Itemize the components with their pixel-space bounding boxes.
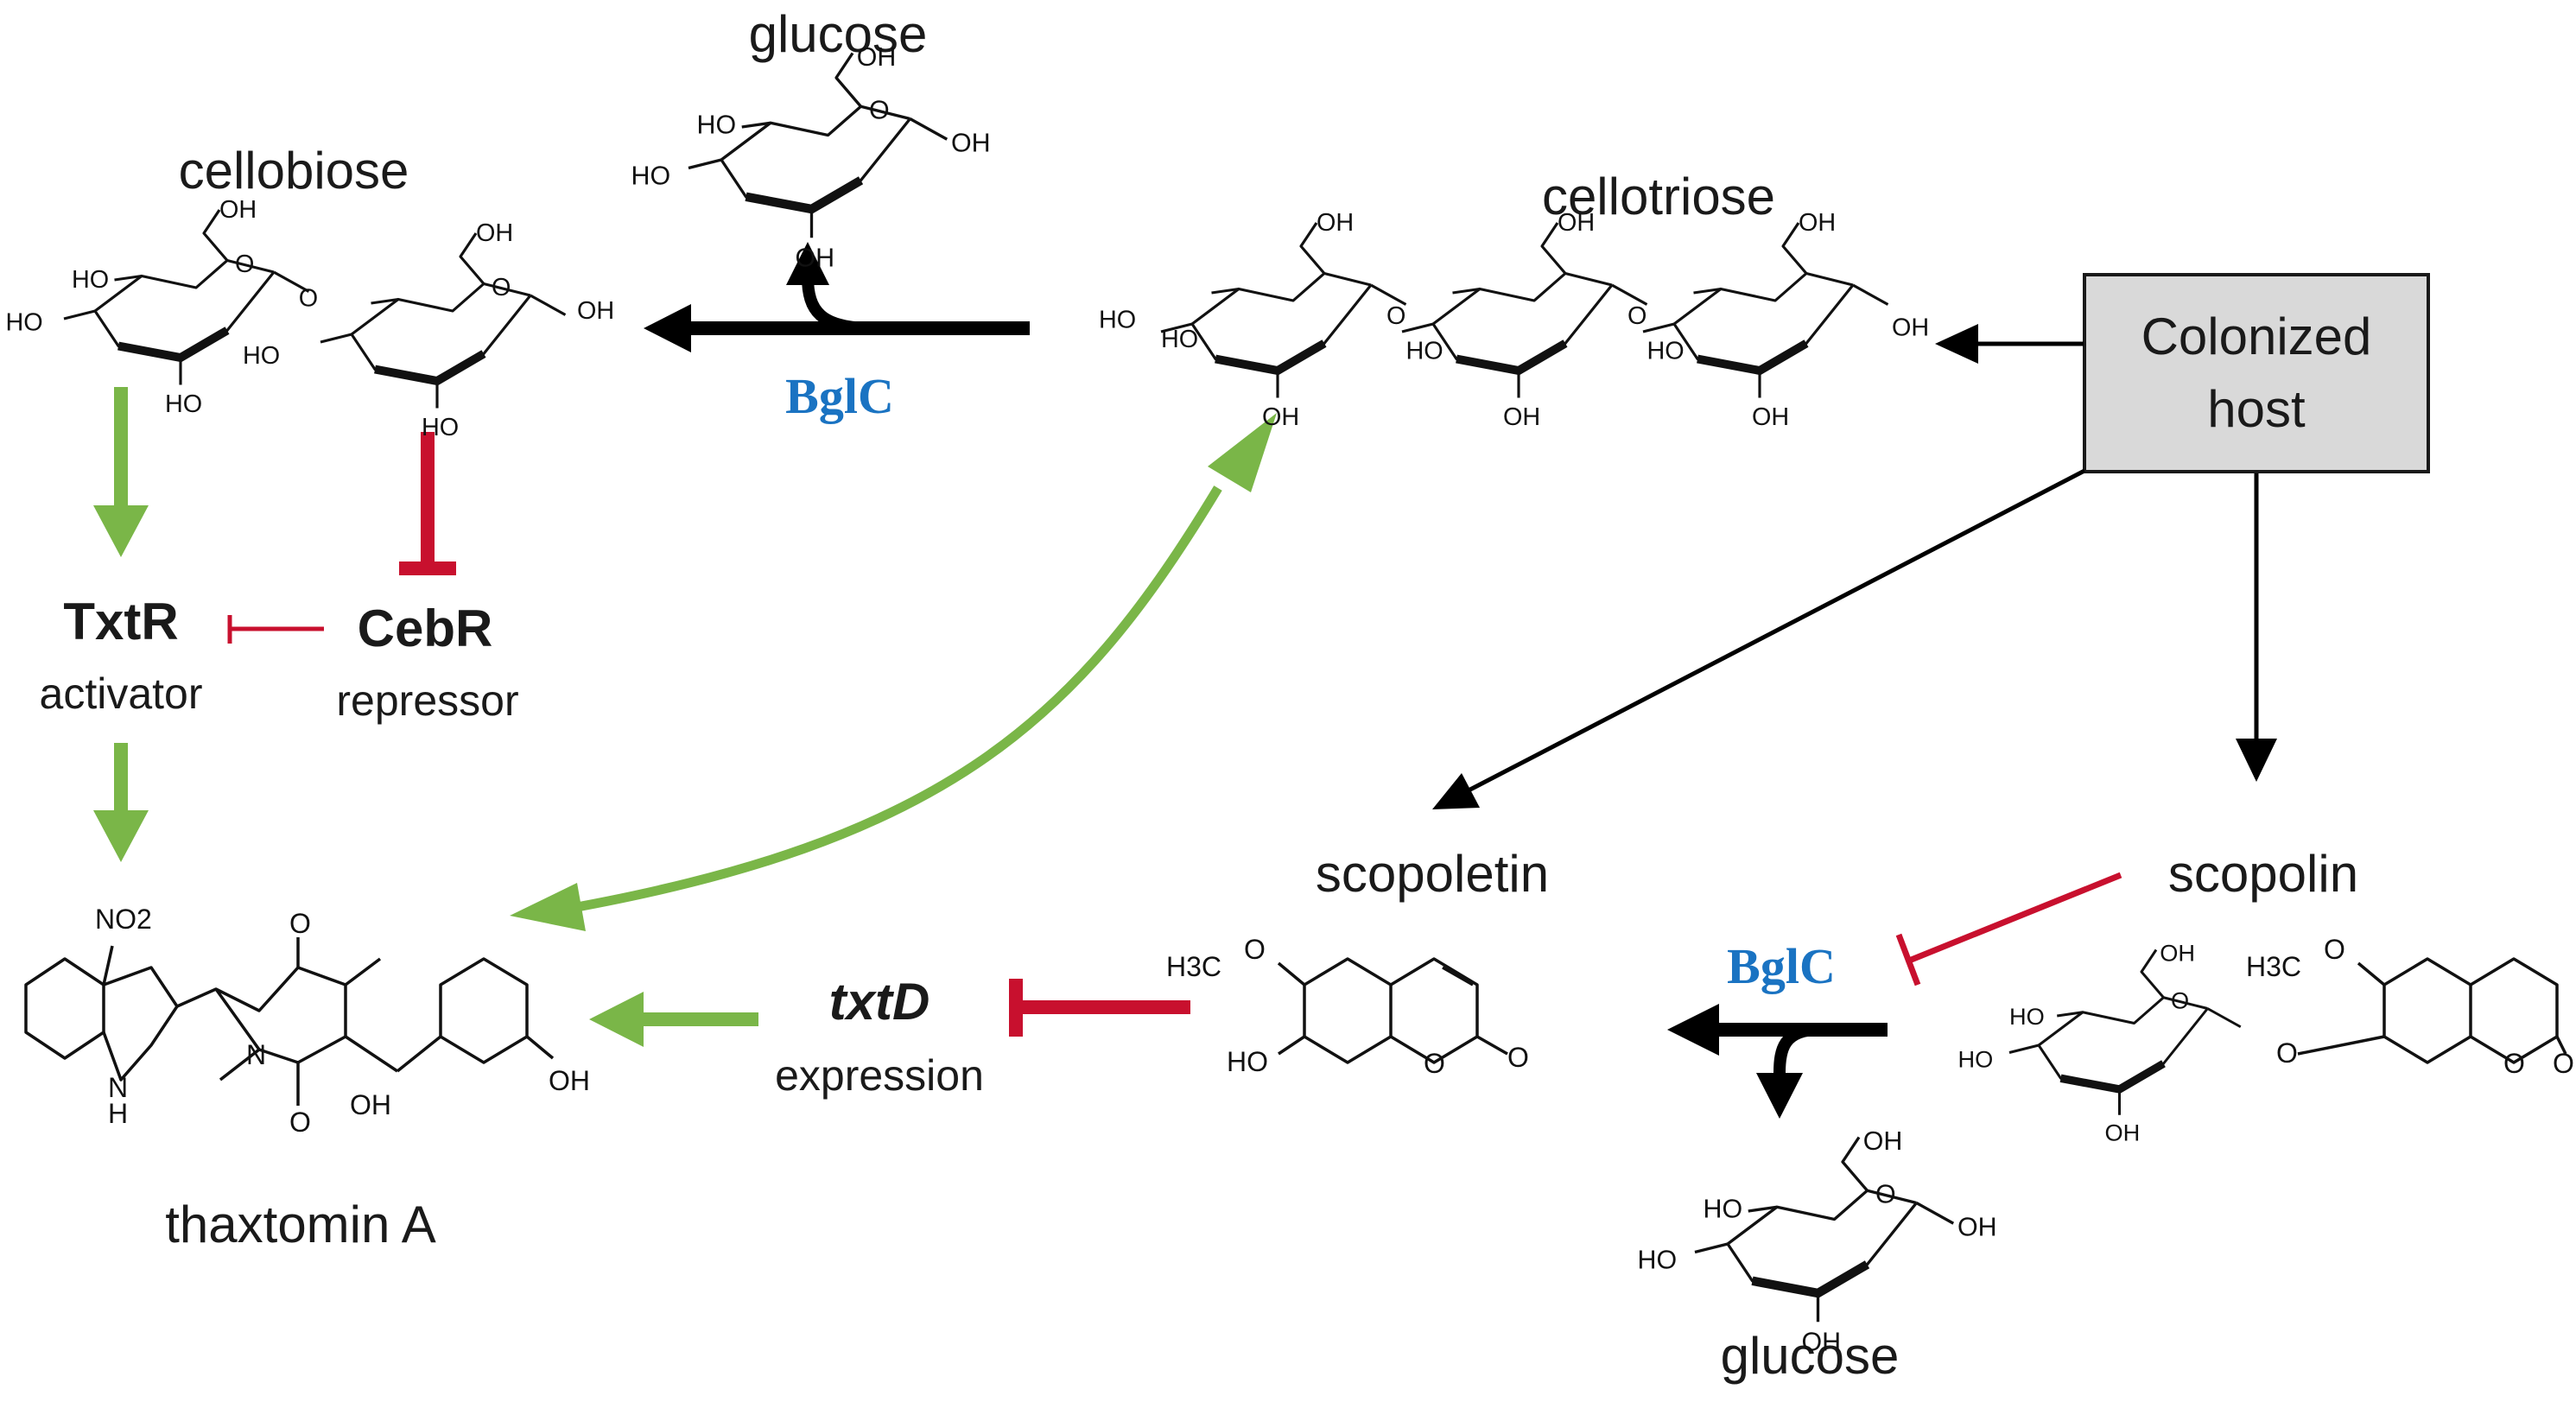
host-to-scopolin-arrow: [2236, 473, 2277, 782]
svg-text:HO: HO: [243, 342, 280, 370]
svg-text:H: H: [108, 1098, 128, 1129]
txtd-to-thaxtomin-arrow: [589, 992, 758, 1047]
svg-text:OH: OH: [951, 129, 991, 158]
svg-text:OH: OH: [1317, 209, 1354, 237]
txtr-label: TxtR: [63, 593, 178, 650]
thaxtomin-structure: NO2 N H O O N OH OH: [24, 904, 590, 1138]
cebr-inhibits-txtr: [227, 615, 324, 644]
cebr-label: CebR: [358, 599, 493, 657]
svg-text:O: O: [1386, 302, 1405, 330]
svg-text:OH: OH: [1799, 209, 1836, 237]
svg-text:HO: HO: [1958, 1046, 1994, 1073]
svg-text:O: O: [1507, 1042, 1529, 1073]
svg-text:O: O: [2276, 1037, 2298, 1069]
scopoletin-label: scopoletin: [1316, 845, 1549, 903]
svg-text:HO: HO: [1704, 1195, 1743, 1224]
svg-text:O: O: [1244, 934, 1266, 965]
cellobiose-to-txtr-arrow: [93, 387, 149, 557]
svg-text:OH: OH: [1262, 403, 1299, 431]
scopolin-label: scopolin: [2168, 845, 2358, 903]
cellobiose-label: cellobiose: [179, 142, 409, 200]
svg-text:OH: OH: [549, 1065, 590, 1096]
svg-text:HO: HO: [1099, 307, 1136, 334]
activator-label: activator: [40, 669, 203, 718]
svg-text:O: O: [2324, 934, 2345, 965]
thaxtomin-label: thaxtomin A: [165, 1196, 436, 1253]
glucose-bottom-label: glucose: [1721, 1327, 1900, 1385]
expression-label: expression: [775, 1051, 984, 1100]
svg-text:HO: HO: [1227, 1046, 1268, 1077]
svg-text:OH: OH: [1863, 1126, 1903, 1156]
svg-text:HO: HO: [2009, 1003, 2045, 1030]
svg-text:OH: OH: [350, 1089, 391, 1120]
svg-text:HO: HO: [1161, 326, 1198, 353]
cellotriose-structure: HO HO OH OH O HO OH OH O HO OH OH OH: [1099, 209, 1929, 431]
svg-text:NO2: NO2: [95, 904, 152, 935]
glucose-top-structure: HO HO OH OH OH O: [631, 42, 991, 273]
svg-text:OH: OH: [2160, 939, 2195, 966]
svg-text:OH: OH: [1558, 209, 1595, 237]
svg-text:OH: OH: [1802, 1328, 1842, 1357]
cellotriose-label: cellotriose: [1542, 168, 1775, 225]
svg-text:HO: HO: [1406, 338, 1443, 365]
svg-text:OH: OH: [1752, 403, 1789, 431]
svg-text:O: O: [289, 908, 311, 939]
svg-text:N: N: [246, 1039, 266, 1070]
host-label-line2: host: [2207, 380, 2306, 438]
svg-text:O: O: [492, 274, 511, 301]
svg-text:O: O: [2503, 1048, 2525, 1079]
svg-text:OH: OH: [476, 219, 513, 247]
svg-text:HO: HO: [1638, 1246, 1678, 1275]
svg-text:O: O: [2553, 1048, 2574, 1079]
svg-text:O: O: [1627, 302, 1646, 330]
bglc-top-label: BglC: [785, 368, 894, 424]
svg-text:O: O: [235, 251, 254, 278]
svg-text:OH: OH: [2105, 1120, 2141, 1146]
svg-text:O: O: [1875, 1180, 1896, 1209]
svg-text:OH: OH: [1503, 403, 1540, 431]
scopolin-inhibits-bglc: [1895, 872, 2122, 986]
glucose-top-label: glucose: [749, 5, 928, 63]
svg-text:H3C: H3C: [2246, 951, 2301, 982]
svg-text:HO: HO: [165, 390, 202, 418]
txtr-to-thaxtomin-arrow: [93, 743, 149, 862]
glucose-bottom-structure: HO HO OH OH OH O: [1638, 1126, 1997, 1357]
svg-text:O: O: [1424, 1048, 1445, 1079]
bglc-bottom-arrow: [1667, 1004, 1888, 1119]
svg-text:HO: HO: [697, 111, 737, 140]
bglc-top-arrow: [644, 242, 1030, 352]
svg-text:O: O: [869, 96, 890, 125]
scopolin-structure: HO HO OH OH O O H3C O O O: [1958, 934, 2574, 1146]
svg-text:O: O: [2171, 987, 2189, 1014]
host-to-cellotriose-arrow: [1935, 324, 2084, 364]
svg-text:HO: HO: [1647, 338, 1685, 365]
repressor-label: repressor: [336, 676, 518, 725]
svg-text:HO: HO: [72, 266, 109, 294]
svg-text:OH: OH: [857, 42, 897, 72]
cellobiose-structure: HO HO HO OH O HO HO OH OH O O: [5, 196, 614, 441]
colonized-host-box: Colonized host: [2083, 273, 2430, 473]
svg-text:HO: HO: [5, 309, 42, 337]
svg-text:O: O: [299, 285, 318, 313]
host-label-line1: Colonized: [2141, 308, 2372, 365]
svg-text:OH: OH: [1892, 314, 1929, 342]
host-to-scopoletin-arrow: [1432, 468, 2086, 809]
thaxtomin-cellotriose-arrow: [510, 413, 1277, 931]
svg-text:HO: HO: [631, 162, 671, 191]
host-box-rect: [2083, 273, 2430, 473]
svg-text:OH: OH: [1957, 1213, 1997, 1242]
cellobiose-inhibits-cebr: [399, 432, 456, 575]
svg-text:OH: OH: [577, 297, 614, 325]
svg-text:H3C: H3C: [1166, 951, 1221, 982]
svg-text:N: N: [108, 1072, 128, 1103]
svg-text:HO: HO: [422, 414, 459, 441]
svg-text:OH: OH: [796, 244, 835, 273]
svg-text:O: O: [289, 1107, 311, 1138]
scopoletin-inhibits-txtd: [1009, 979, 1190, 1037]
txtd-label: txtD: [829, 973, 930, 1031]
svg-text:OH: OH: [219, 196, 257, 224]
scopoletin-structure: O H3C HO O O: [1166, 934, 1529, 1079]
bglc-bottom-label: BglC: [1727, 938, 1836, 994]
